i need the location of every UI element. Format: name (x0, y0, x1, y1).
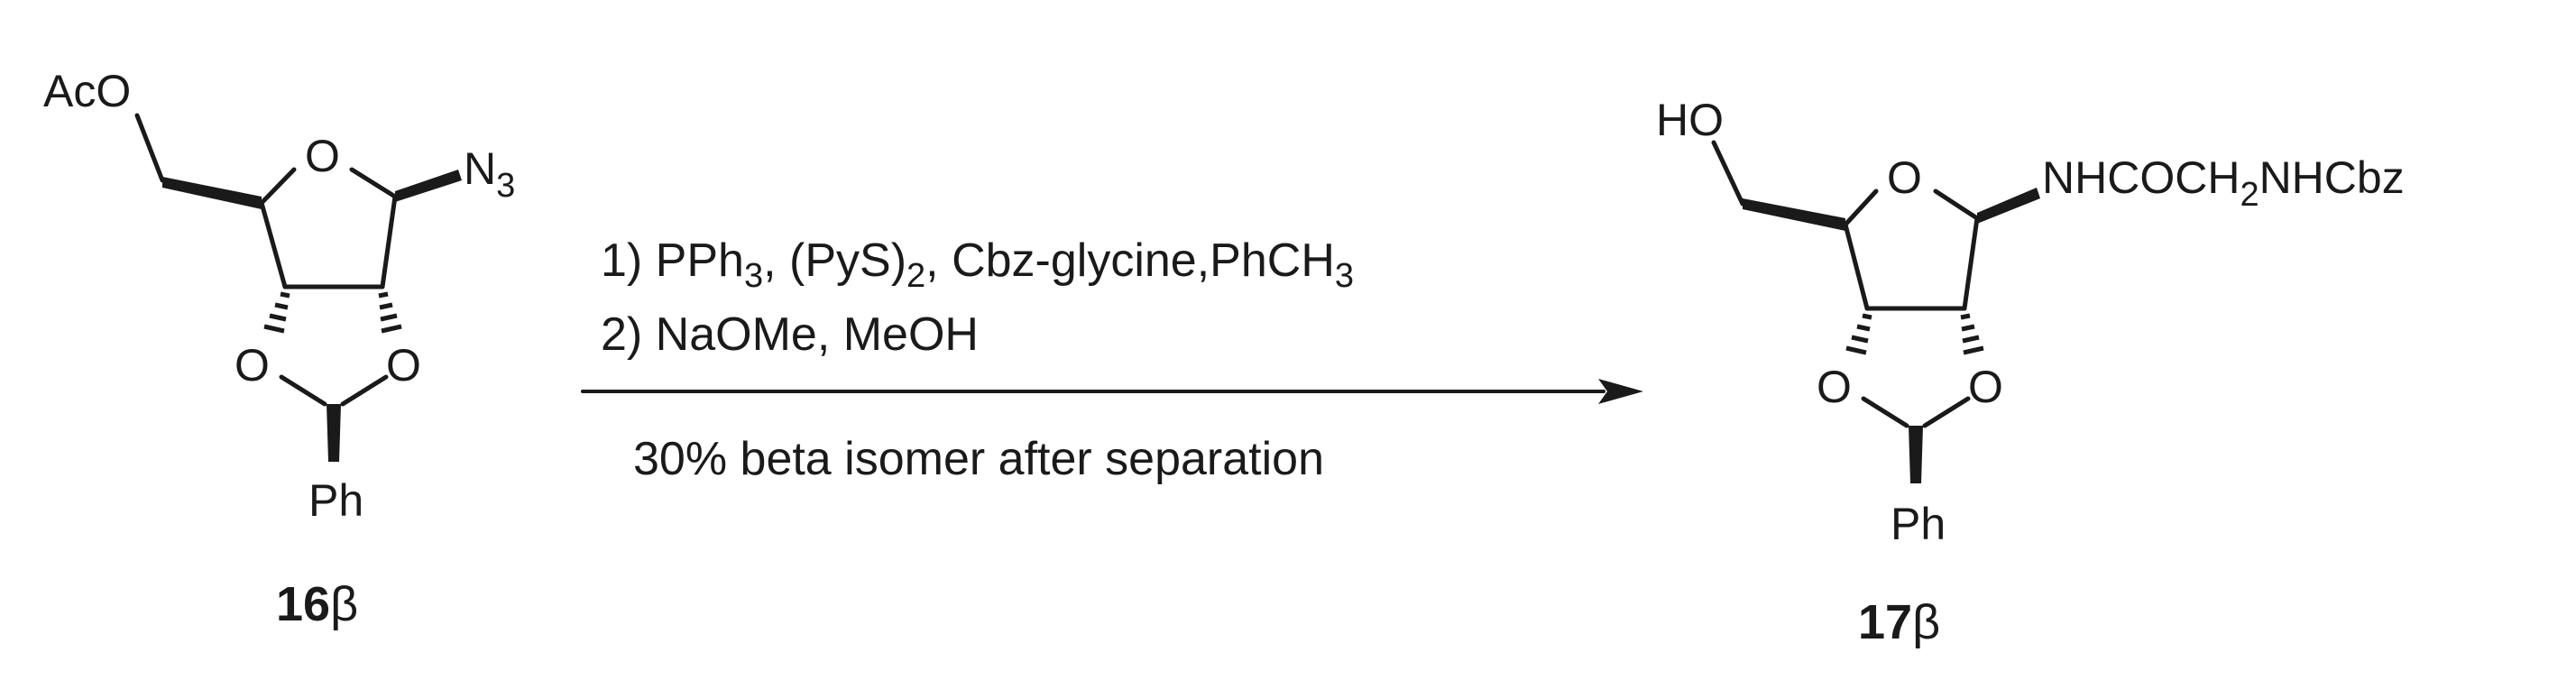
reaction-conditions: 1) PPh3, (PyS)2, Cbz-glycine,PhCH3 2) Na… (581, 234, 1643, 485)
dioxolane-oxygen-right-label: O (386, 340, 421, 391)
product-ring-bond-c4-o (1843, 188, 1879, 227)
hydroxyl-bond (1711, 140, 1745, 207)
product-structure: HO O NHCOCH2NHCbz O O Ph 17β (1656, 95, 2405, 649)
product-acetal-phenyl-wedge (1909, 426, 1923, 483)
product-phenyl-label: Ph (1891, 499, 1946, 549)
ring-bond-o-c1 (349, 167, 398, 199)
condition-step-2: 2) NaOMe, MeOH (601, 308, 979, 361)
ring-bond-c1-c2 (380, 194, 398, 289)
dioxolane-oxygen-left-label: O (235, 340, 270, 391)
condition-step-1: 1) PPh3, (PyS)2, Cbz-glycine,PhCH3 (601, 234, 1354, 295)
product-dioxolane-oxygen-right-label: O (1968, 362, 2003, 412)
reactant-structure: AcO O N3 O O (43, 66, 515, 631)
c2-hashed-bond (378, 291, 402, 334)
ring-oxygen-label: O (305, 131, 340, 181)
product-ring-bond-o-c1 (1933, 188, 1980, 221)
acetate-group-label: AcO (43, 66, 131, 116)
amide-side-chain-label: NHCOCH2NHCbz (2042, 152, 2405, 214)
reactant-compound-number: 16β (276, 577, 358, 631)
product-ring-bond-c3-c4 (1843, 222, 1870, 311)
ring-bond-c3-c4 (259, 200, 288, 289)
product-ring-bond-c1-c2 (1962, 216, 1980, 311)
product-dioxolane-oxygen-left-label: O (1817, 362, 1852, 412)
ring-bond-c4-o (259, 167, 297, 206)
phenyl-label: Ph (308, 475, 363, 526)
product-acetal-bond-right (1922, 396, 1971, 428)
condition-note: 30% beta isomer after separation (633, 433, 1324, 485)
c4-wedge-bond (162, 177, 262, 209)
product-c4-wedge-bond (1743, 198, 1845, 231)
acetal-phenyl-wedge (327, 404, 341, 462)
product-compound-number: 17β (1858, 595, 1940, 649)
c1-wedge-bond (395, 170, 462, 202)
c3-hashed-bond (263, 291, 290, 334)
acetal-bond-right (340, 374, 389, 407)
hydroxyl-group-label: HO (1656, 95, 1724, 145)
product-ring-oxygen-label: O (1887, 152, 1922, 203)
product-c3-hashed-bond (1845, 313, 1872, 355)
product-c1-wedge-bond (1977, 188, 2040, 224)
acetoxy-bond (134, 113, 165, 183)
product-acetal-bond-left (1861, 396, 1909, 428)
product-c2-hashed-bond (1960, 313, 1984, 355)
acetal-bond-left (279, 374, 327, 407)
reaction-arrow-head (1598, 379, 1643, 404)
azide-label: N3 (464, 143, 515, 205)
